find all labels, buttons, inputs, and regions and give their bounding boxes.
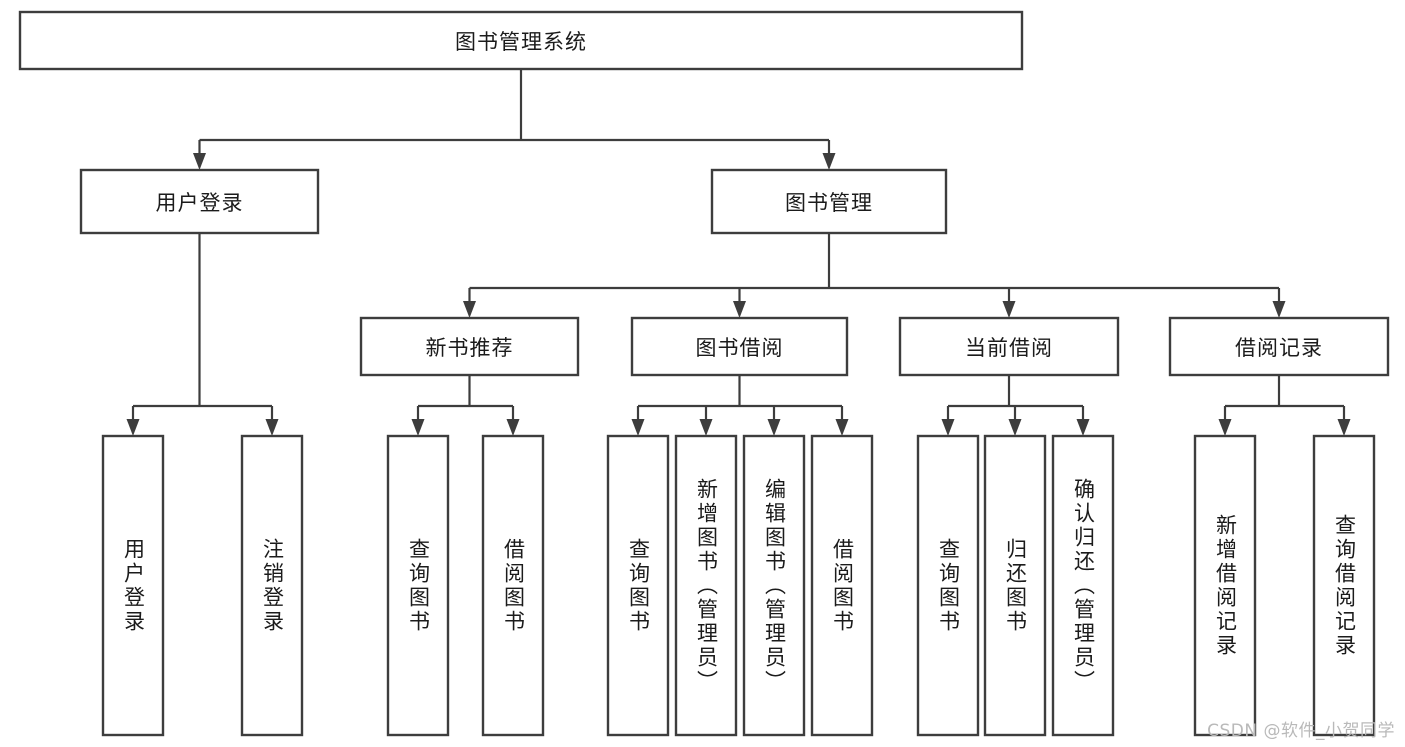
edge-current-borrow-to-leaf-query-book-3-arrowhead <box>941 419 955 436</box>
node-box-leaf-return-book[interactable] <box>983 434 1047 737</box>
node-box-book-manage[interactable] <box>710 168 948 235</box>
node-box-borrow-record[interactable] <box>1168 316 1390 377</box>
node-box-leaf-edit-book[interactable] <box>742 434 806 737</box>
connectors-layer <box>126 69 1351 436</box>
edge-book-borrow-to-leaf-borrow-book-2-arrowhead <box>835 419 849 436</box>
edge-book-manage-to-borrow-record-arrowhead <box>1272 301 1286 318</box>
node-box-new-book-rec[interactable] <box>359 316 580 377</box>
node-box-user-login[interactable] <box>79 168 320 235</box>
edge-book-borrow-to-leaf-query-book-2-arrowhead <box>631 419 645 436</box>
node-box-book-borrow[interactable] <box>630 316 849 377</box>
node-box-leaf-borrow-book-1[interactable] <box>481 434 545 737</box>
node-box-leaf-user-login[interactable] <box>101 434 165 737</box>
edge-user-login-to-leaf-user-login-arrowhead <box>126 419 140 436</box>
edge-borrow-record-to-leaf-add-record-arrowhead <box>1218 419 1232 436</box>
edge-new-book-rec-to-leaf-borrow-book-1-arrowhead <box>506 419 520 436</box>
edge-book-borrow-to-leaf-edit-book-arrowhead <box>767 419 781 436</box>
node-box-leaf-query-book-3[interactable] <box>916 434 980 737</box>
edge-book-manage-to-new-book-rec-arrowhead <box>463 301 476 318</box>
node-box-leaf-confirm-return[interactable] <box>1051 434 1115 737</box>
edge-book-manage-to-book-borrow-arrowhead <box>733 301 746 318</box>
edge-new-book-rec-to-leaf-query-book-1-arrowhead <box>411 419 425 436</box>
edge-user-login-to-leaf-logout-arrowhead <box>265 419 279 436</box>
edge-current-borrow-to-leaf-return-book-arrowhead <box>1008 419 1022 436</box>
node-box-current-borrow[interactable] <box>898 316 1120 377</box>
node-box-leaf-query-book-2[interactable] <box>606 434 670 737</box>
boxes-layer <box>18 10 1390 737</box>
edge-root-to-user-login-arrowhead <box>193 153 206 170</box>
node-box-leaf-logout[interactable] <box>240 434 304 737</box>
node-box-leaf-query-record[interactable] <box>1312 434 1376 737</box>
edge-current-borrow-to-leaf-confirm-return-arrowhead <box>1076 419 1090 436</box>
edge-book-borrow-to-leaf-add-book-arrowhead <box>699 419 713 436</box>
node-box-leaf-query-book-1[interactable] <box>386 434 450 737</box>
edge-book-manage-to-current-borrow-arrowhead <box>1002 301 1016 318</box>
edge-borrow-record-to-leaf-query-record-arrowhead <box>1337 419 1351 436</box>
node-box-leaf-borrow-book-2[interactable] <box>810 434 874 737</box>
node-box-leaf-add-book[interactable] <box>674 434 738 737</box>
node-box-root[interactable] <box>18 10 1024 71</box>
node-box-leaf-add-record[interactable] <box>1193 434 1257 737</box>
edge-root-to-book-manage-arrowhead <box>822 153 836 170</box>
